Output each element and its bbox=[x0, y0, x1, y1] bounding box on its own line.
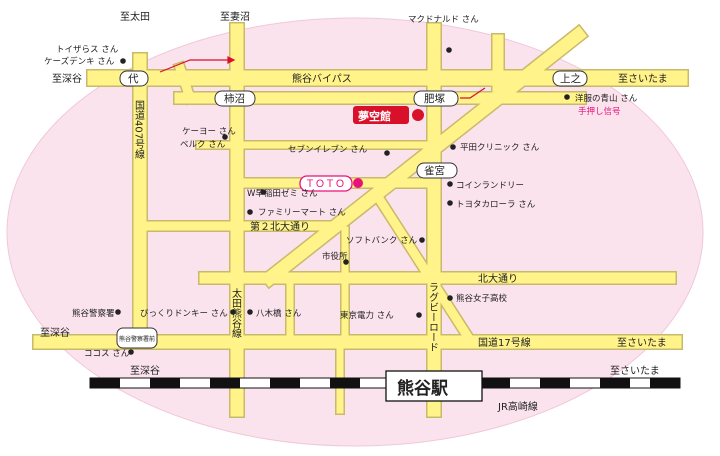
lm-cocos: ココス さん bbox=[84, 349, 130, 359]
dir-ota: 至太田 bbox=[120, 10, 150, 23]
road-17: 国道17号線 bbox=[478, 336, 531, 349]
badge-dai: 代 bbox=[128, 73, 139, 85]
road-north: 北大通り bbox=[478, 272, 518, 285]
dir-saitama-rail: 至さいたま bbox=[610, 365, 660, 377]
lm-mukukan: 夢空館 bbox=[358, 109, 391, 123]
station-name: 熊谷駅 bbox=[397, 378, 449, 399]
lm-coin: コインランドリー bbox=[456, 181, 524, 191]
dir-fukaya-top: 至深谷 bbox=[52, 73, 82, 85]
lm-girls-high: 熊谷女子高校 bbox=[456, 293, 508, 304]
lm-kayo: ケーヨー さん bbox=[182, 127, 236, 137]
road-ota-kumagaya: 太田熊谷線 bbox=[230, 287, 242, 338]
badge-police-front: 熊谷警察署前 bbox=[119, 335, 155, 343]
lm-bikkuri: びっくりドンキー さん bbox=[140, 309, 228, 319]
mukukan-label-box bbox=[353, 106, 409, 124]
lm-aoyama: 洋服の青山 さん bbox=[575, 93, 638, 104]
landmark-dots bbox=[115, 47, 570, 355]
road-bypass: 熊谷バイパス bbox=[292, 72, 352, 85]
road-rugby: ラグビーロード bbox=[427, 282, 439, 352]
road-north2: 第２北大通り bbox=[250, 220, 310, 233]
dir-saitama-top: 至さいたま bbox=[618, 73, 668, 85]
dir-saitama-mid: 至さいたま bbox=[617, 337, 667, 349]
railway bbox=[89, 370, 681, 402]
badge-kaminoshima: 上之 bbox=[560, 72, 581, 85]
lm-seven: セブンイレブン さん bbox=[288, 144, 368, 155]
dir-fukaya-rail: 至深谷 bbox=[130, 365, 160, 377]
dir-tsumanuma: 至妻沼 bbox=[220, 10, 250, 23]
road-407: 国道407号線 bbox=[133, 100, 145, 159]
badge-suzumenomiya: 雀宮 bbox=[424, 164, 445, 177]
lm-berc: ベルク さん bbox=[180, 140, 226, 150]
lm-softbank: ソフトバンク さん bbox=[346, 236, 418, 246]
lm-toto: ＴＯＴＯ bbox=[305, 179, 345, 190]
lm-kozdenki: ケーズデンキ さん bbox=[44, 56, 115, 67]
dir-fukaya-mid: 至深谷 bbox=[40, 327, 70, 339]
lm-city-hall: 市役所 bbox=[322, 251, 348, 262]
intersection-badges bbox=[116, 70, 588, 349]
mukukan-marker bbox=[412, 109, 424, 121]
lm-yahata: 八木橋 さん bbox=[256, 308, 302, 319]
lm-hirata: 平田クリニック さん bbox=[460, 143, 540, 153]
lm-mcdonalds: マクドナルド さん bbox=[408, 15, 479, 25]
railway-line: JR高崎線 bbox=[497, 400, 538, 413]
lm-police: 熊谷警察署 bbox=[72, 308, 115, 319]
lm-familymart: ファミリーマート さん bbox=[258, 208, 346, 218]
route-arrow bbox=[159, 56, 486, 99]
toto-label-box bbox=[299, 175, 353, 192]
toto-marker bbox=[353, 178, 363, 188]
badge-hizuka: 肥塚 bbox=[424, 93, 445, 105]
lm-toysrus: トイザらス さん bbox=[56, 45, 119, 55]
lm-toyota: トヨタカローラ さん bbox=[456, 200, 536, 210]
lm-oshiboshingo: 手押し信号 bbox=[578, 106, 621, 117]
badge-kakinuma: 柿沼 bbox=[224, 92, 245, 105]
station-box bbox=[385, 370, 483, 402]
lm-waseda: W早稲田ゼミ さん bbox=[247, 188, 318, 199]
lm-tokyo-denryoku: 東京電力 さん bbox=[340, 310, 394, 321]
